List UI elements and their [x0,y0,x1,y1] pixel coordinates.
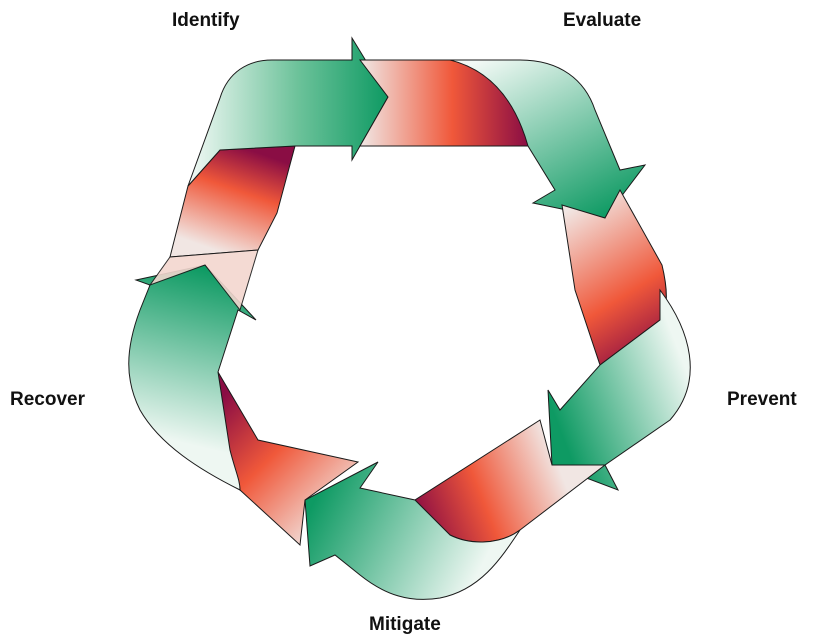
stage-label-evaluate: Evaluate [563,10,642,31]
stage-label-mitigate: Mitigate [369,614,441,635]
stage-label-identify: Identify [172,10,240,31]
stage-label-recover: Recover [10,389,85,410]
arrow-recover [128,264,257,491]
band-segment-left [169,145,296,258]
stage-label-prevent: Prevent [727,389,797,410]
band-segment-left-lower [148,249,259,312]
arrow-prevent [547,288,691,491]
arrow-mitigate [304,461,521,600]
arrow-identify [187,36,389,187]
